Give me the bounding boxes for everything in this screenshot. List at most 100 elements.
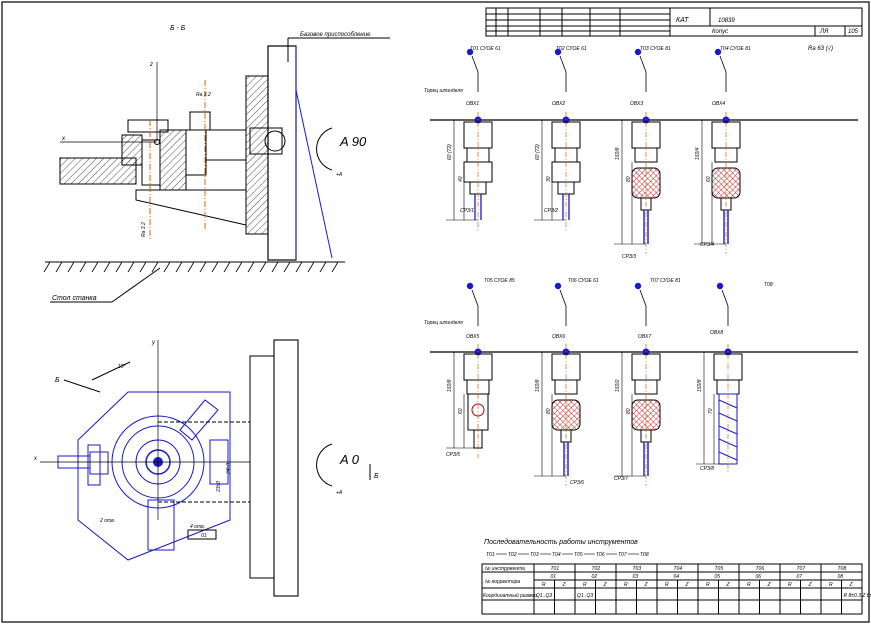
tool-t03-dim-length: 150/8 <box>615 147 621 160</box>
plan-view: y x 24±0 23±0 2 отв. 4 отв. 01 Б 15° A 0… <box>33 340 379 596</box>
view-a90-label: A 90 <box>339 134 367 149</box>
tool-t08-ref: СРЗ/8 <box>700 466 714 472</box>
table-z-cell: Z <box>726 582 731 588</box>
svg-text:Ra 3.2: Ra 3.2 <box>141 222 147 237</box>
tool-t02-cycle: ОВХ2 <box>552 101 565 107</box>
datum-01-label: 01 <box>201 533 207 539</box>
tool-t01-ref: СРЗ/1 <box>460 208 474 214</box>
table-corrector-cell: 03 <box>633 574 639 580</box>
table-z-cell: Z <box>767 582 772 588</box>
tool-t05-cycle: ОВХ5 <box>466 334 479 340</box>
table-corrector-label: № корректора <box>485 579 520 585</box>
spindle-label-2: Торец шпинделя <box>424 320 463 326</box>
sequence-title: Последовательность работы инструментов <box>484 538 638 546</box>
table-r-cell: R <box>788 582 792 588</box>
tool-t05-dim-depth: 60 <box>458 408 464 414</box>
fixture-flange <box>246 76 268 234</box>
tool-t08-label: T08 <box>764 282 773 288</box>
table-z-cell: Z <box>849 582 854 588</box>
table-r-cell: R <box>829 582 833 588</box>
title-number: 10839 <box>718 18 735 24</box>
tool-t01-drawing: 60 (72) 40 <box>446 49 492 230</box>
section-arrow-label: Б <box>55 377 60 384</box>
dim-23-label: 23±0 <box>216 481 222 493</box>
title-block: КАТ 10839 Копус ЛЯ 105 <box>486 8 862 36</box>
tool-t01-dim-length: 60 (72) <box>447 144 453 160</box>
sequence-step: T01 <box>486 552 495 558</box>
table-corrector-cell: 06 <box>756 574 762 580</box>
table-tool-cell: T04 <box>674 566 683 572</box>
table-header-label: № инструмента <box>485 566 525 572</box>
tool-t03-cycle: ОВХ3 <box>630 101 643 107</box>
tool-t08-drawing: 150/870 <box>696 283 742 474</box>
table-tool-cell: T01 <box>551 566 560 572</box>
title-sheet: ЛЯ <box>819 29 829 35</box>
tool-t05-ref: СРЗ/5 <box>446 452 460 458</box>
table-tool-cell: T07 <box>797 566 806 572</box>
table-z-cell: Z <box>808 582 813 588</box>
tool-t07-label: T07 СУОЕ 81 <box>650 278 681 284</box>
sequence-step: T03 <box>530 552 539 558</box>
tool-t04-label: T04 СУОЕ 81 <box>720 46 751 52</box>
table-z-cell: Z <box>685 582 690 588</box>
tool-t01-label: T01 СУОЕ 61 <box>470 46 501 52</box>
title-code: КАТ <box>676 17 689 24</box>
table-corrector-cell: 01 <box>551 574 557 580</box>
tool-t06-drawing: 150/880 <box>534 283 580 486</box>
table-coord-cell: R 8±0.3 Z 8±0.02 <box>844 593 871 599</box>
tool-t06-dim-length: 150/8 <box>535 379 541 392</box>
table-coord-cell: Q1..Q3 <box>536 593 552 599</box>
tool-t02-dim-depth: 30 <box>546 176 552 182</box>
tool-t03-ref: СРЗ/3 <box>622 254 636 260</box>
svg-text:x: x <box>33 456 38 462</box>
tool-t02-dim-length: 60 (72) <box>535 144 541 160</box>
table-tool-cell: T05 <box>715 566 724 572</box>
table-r-cell: R <box>624 582 628 588</box>
tool-t01-cycle: ОВХ1 <box>466 101 479 107</box>
table-tool-cell: T06 <box>756 566 765 572</box>
tool-t04-drawing: 150/4 60 <box>694 49 740 254</box>
table-z-cell: Z <box>644 582 649 588</box>
table-corrector-cell: 05 <box>715 574 721 580</box>
tool-t03: T03 СУОЕ 81 ОВХ3 СРЗ/3 <box>622 46 671 260</box>
tool-t08: T08 ОВХ8 СРЗ/8 <box>700 282 773 472</box>
tool-t01: T01 СУОЕ 61 ОВХ1 СРЗ/1 <box>460 46 501 214</box>
axis-y-label: y <box>151 340 156 346</box>
tool-t06-cycle: ОВХ6 <box>552 334 565 340</box>
plus-a-label-2: +A <box>336 490 343 496</box>
tool-t03-drawing: 150/8 80 <box>614 49 660 254</box>
sequence-step: T04 <box>552 552 561 558</box>
axis-z-label: z <box>149 62 153 68</box>
tool-t08-cycle: ОВХ8 <box>710 330 723 336</box>
tool-t05-label: T05 СУОЕ 85 <box>484 278 515 284</box>
tool-t04: T04 СУОЕ 81 ОВХ4 СРЗ/4 <box>700 46 751 248</box>
table-coord-cell: Q1..Q3 <box>577 593 593 599</box>
table-corrector-cell: 08 <box>838 574 844 580</box>
tool-t03-label: T03 СУОЕ 81 <box>640 46 671 52</box>
tool-t07-ref: СРЗ/7 <box>614 476 628 482</box>
spindle-label-1: Торец шпинделя <box>424 88 463 94</box>
view-a0-label: A 0 <box>339 452 360 467</box>
two-holes-label: 2 отв. <box>99 518 115 524</box>
table-r-cell: R <box>583 582 587 588</box>
tool-t03-dim-depth: 80 <box>626 176 632 182</box>
tool-t04-dim-length: 150/4 <box>695 147 701 160</box>
tool-t04-dim-depth: 60 <box>706 176 712 182</box>
tool-t04-cycle: ОВХ4 <box>712 101 725 107</box>
table-tool-cell: T03 <box>633 566 642 572</box>
tool-t01-dim-depth: 40 <box>458 176 464 182</box>
tool-t02-ref: СРЗ/2 <box>544 208 558 214</box>
tool-t08-dim-depth: 70 <box>708 408 714 414</box>
base-fixture-label: Базовое приспособление <box>300 32 371 38</box>
tool-t07-drawing: 150/280 <box>614 283 660 486</box>
dim-24-label: 24±0 <box>226 463 232 475</box>
table-r-cell: R <box>542 582 546 588</box>
tool-t06-label: T06 СУОЕ 61 <box>568 278 599 284</box>
sequence-step: T02 <box>508 552 517 558</box>
tool-t07-cycle: ОВХ7 <box>638 334 651 340</box>
plan-fixture-plate <box>274 340 298 596</box>
table-z-cell: Z <box>603 582 608 588</box>
